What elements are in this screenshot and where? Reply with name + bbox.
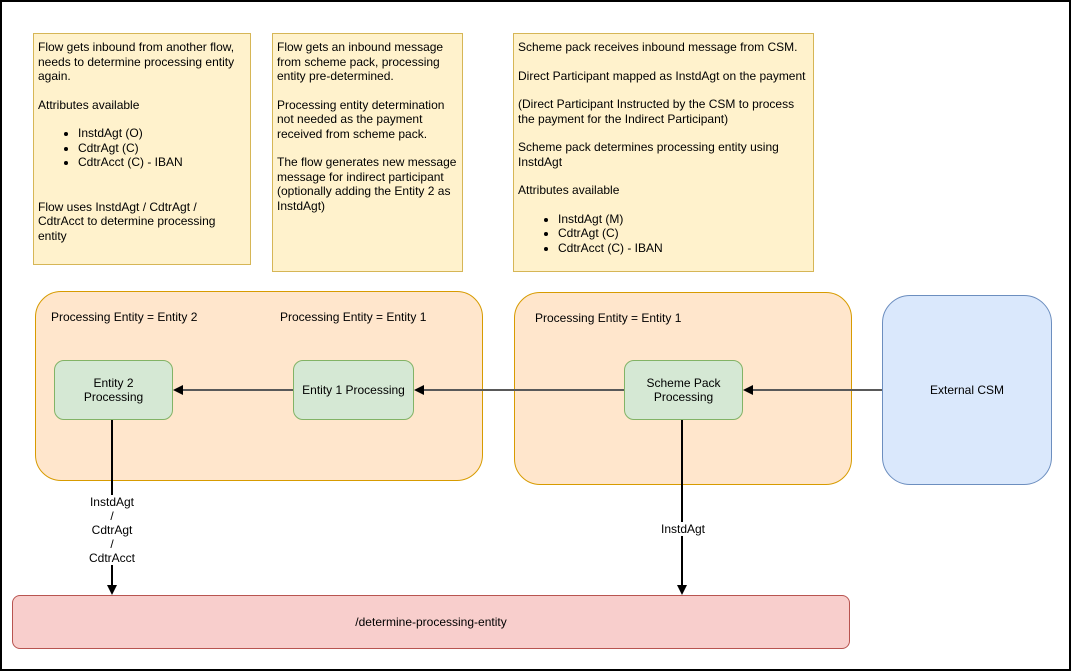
note-scheme-pack-receives-csm: Scheme pack receives inbound message fro… [513, 33, 814, 272]
edge-label-scheme-pack-attribute: InstdAgt [657, 522, 709, 536]
bullet-item: CdtrAgt (C) [78, 141, 246, 156]
note-paragraph: Direct Participant mapped as InstdAgt on… [518, 68, 806, 83]
node-label: Entity 2 Processing [83, 375, 144, 404]
edge-label-line: / [110, 509, 114, 523]
bullet-item: CdtrAcct (C) - IBAN [558, 241, 809, 256]
edge-label-line: / [110, 537, 114, 551]
group-label-entity2: Processing Entity = Entity 2 [51, 310, 198, 324]
bullet-item: InstdAgt (O) [78, 126, 246, 141]
node-label: Entity 1 Processing [302, 382, 405, 397]
group-label-entity1: Processing Entity = Entity 1 [280, 310, 427, 324]
bullet-item: InstdAgt (M) [558, 212, 809, 227]
arrowhead-down [107, 585, 117, 595]
note-flow-inbound-another-flow: Flow gets inbound from another flow, nee… [33, 33, 251, 265]
node-external-csm: External CSM [882, 295, 1052, 485]
group-label-entity1: Processing Entity = Entity 1 [535, 311, 682, 325]
node-label: External CSM [929, 382, 1005, 397]
edge-label-entity2-attributes: InstdAgt / CdtrAgt / CdtrAcct [85, 495, 139, 565]
note-paragraph: Attributes available [518, 183, 620, 198]
node-entity1-processing: Entity 1 Processing [293, 360, 414, 420]
node-scheme-pack-processing: Scheme Pack Processing [624, 360, 743, 420]
node-label: Scheme Pack Processing [646, 375, 721, 404]
edge-label-line: InstdAgt [89, 495, 135, 509]
note-paragraph: Scheme pack determines processing entity… [518, 140, 779, 169]
edge-label-line: CdtrAgt [91, 523, 133, 537]
arrowhead-left [414, 385, 424, 395]
arrowhead-down [677, 585, 687, 595]
note-paragraph: (Direct Participant Instructed by the CS… [518, 97, 795, 126]
arrowhead-left [173, 385, 183, 395]
note-paragraph: Processing entity determination not need… [277, 97, 445, 141]
edge-scheme-pack-to-entity1 [423, 389, 624, 391]
bullet-item: CdtrAcct (C) - IBAN [78, 155, 246, 170]
note-flow-inbound-scheme-pack: Flow gets an inbound message from scheme… [272, 33, 463, 272]
node-label: /determine-processing-entity [355, 614, 507, 629]
bullet-item: CdtrAgt (C) [558, 226, 809, 241]
note-paragraph: Flow uses InstdAgt / CdtrAgt / CdtrAcct … [38, 199, 216, 243]
arrowhead-left [743, 385, 753, 395]
note-paragraph: Flow gets inbound from another flow, nee… [38, 40, 235, 84]
node-determine-processing-entity: /determine-processing-entity [12, 595, 850, 649]
edge-scheme-pack-to-endpoint [681, 420, 683, 586]
edge-csm-to-scheme-pack [752, 389, 882, 391]
note-paragraph: The flow generates new message message f… [277, 155, 457, 213]
edge-entity1-to-entity2 [182, 389, 293, 391]
note-bullet-list: InstdAgt (M) CdtrAgt (C) CdtrAcct (C) - … [518, 212, 809, 256]
note-paragraph: Scheme pack receives inbound message fro… [518, 40, 798, 54]
edge-label-line: CdtrAcct [88, 551, 136, 565]
node-entity2-processing: Entity 2 Processing [54, 360, 173, 420]
note-paragraph: Flow gets an inbound message from scheme… [277, 40, 444, 84]
note-paragraph: Attributes available [38, 97, 140, 112]
note-bullet-list: InstdAgt (O) CdtrAgt (C) CdtrAcct (C) - … [38, 126, 246, 170]
